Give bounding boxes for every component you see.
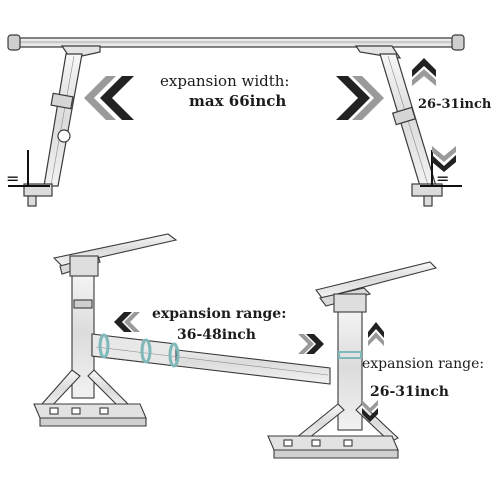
left-leg [43,53,83,187]
width-label-line2: max 66inch [189,92,287,110]
range-arrow-right [298,334,324,354]
height-arrow-up-bottom [368,322,384,346]
height-arrow-down-top [432,146,456,172]
range-label-line2: 36-48inch [177,327,256,343]
height-range-label-line2: 26-31inch [370,384,449,400]
rack-3d-view [33,233,438,459]
rail-back [315,261,438,299]
crossbar-end-cap-right [451,34,465,51]
height-arrow-down-bottom [362,400,378,422]
height-arrow-up-top [412,58,436,86]
range-arrow-left [114,312,140,332]
left-leg-knob [57,129,71,143]
right-upright-collar [338,351,362,359]
crossbar-end-cap-left [7,34,21,51]
left-leg-joint [50,92,74,110]
height-range-label-line1: expansion range: [362,356,485,372]
rack-side-view [7,34,465,207]
bed-rail-markers [8,150,462,187]
width-arrow-right [336,76,384,120]
equal-mark-right: = [436,169,449,188]
crossbar-collars [98,333,180,368]
width-arrow-left [84,76,134,120]
right-leg-joint [391,106,417,126]
width-label-line1: expansion width: [160,72,290,90]
equal-mark-left: = [6,169,19,188]
height-label-top: 26-31inch [418,97,492,112]
range-label-line1: expansion range: [152,306,287,322]
